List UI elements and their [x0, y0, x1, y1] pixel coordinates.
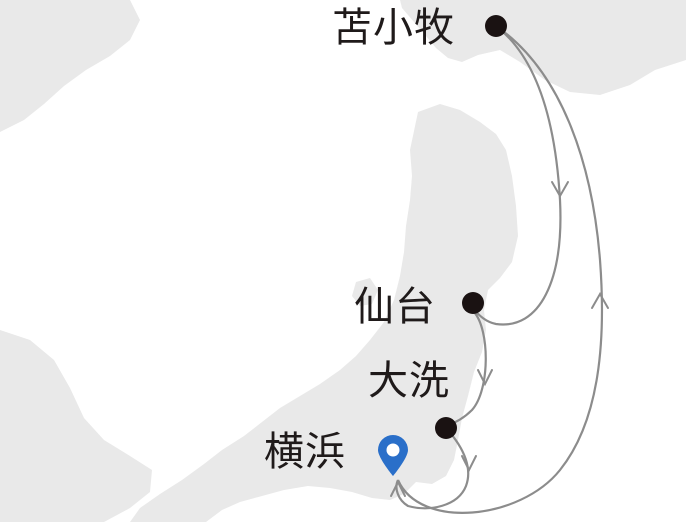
land-honshu: [130, 104, 518, 522]
port-markers: [378, 15, 507, 476]
port-dot-sendai: [462, 292, 484, 314]
port-label-oarai: 大洗: [368, 358, 450, 404]
arrow-up-icon: [390, 479, 406, 497]
port-dot-tomakomai: [485, 15, 507, 37]
arrow-down-icon: [551, 181, 569, 199]
land-southwest: [0, 330, 152, 522]
location-pin-icon: [378, 435, 408, 476]
route-tomakomai-sendai: [473, 25, 562, 326]
arrow-down-icon: [477, 369, 493, 387]
land-hokkaido: [400, 0, 686, 95]
route-yokohama-tomakomai: [396, 25, 604, 514]
land-sado: [352, 278, 378, 306]
arrow-up-icon: [591, 291, 609, 309]
route-arrows: [390, 181, 609, 497]
ferry-routes: [395, 25, 604, 514]
port-dot-oarai: [435, 417, 457, 439]
port-label-yokohama: 横浜: [264, 429, 346, 475]
port-label-tomakomai: 苫小牧: [332, 5, 455, 51]
arrow-down-icon: [461, 455, 477, 473]
port-label-sendai: 仙台: [354, 284, 436, 330]
land-west: [0, 0, 140, 132]
route-oarai-yokohama: [395, 427, 470, 510]
